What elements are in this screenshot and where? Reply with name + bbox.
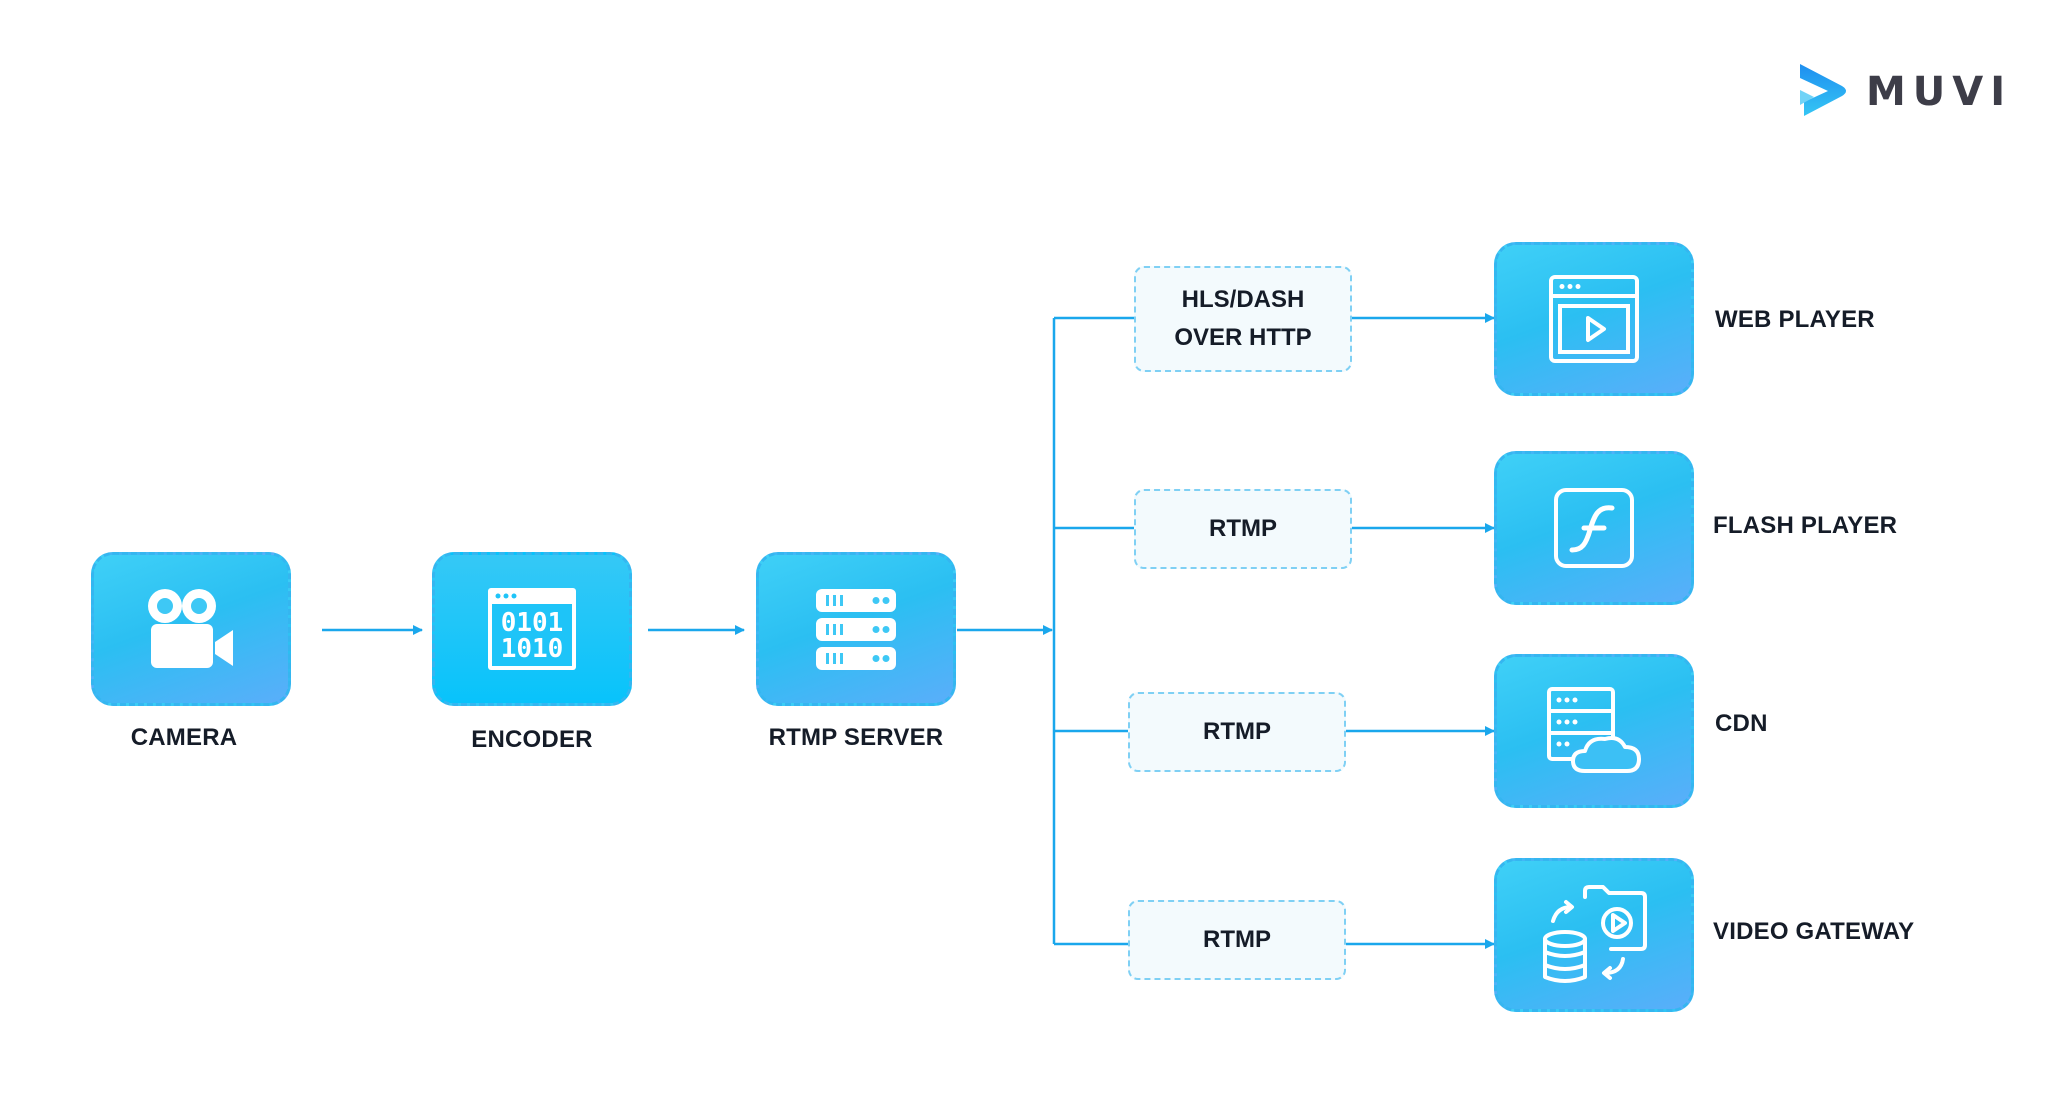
protocol-rtmp-gateway-text: RTMP: [1203, 926, 1271, 953]
browser-play-icon: [1549, 275, 1639, 363]
flash-player-node: [1494, 451, 1694, 605]
code-line-1: 0101: [501, 608, 564, 638]
protocol-rtmp-cdn: RTMP: [1128, 692, 1346, 772]
protocol-rtmp-flash-text: RTMP: [1209, 515, 1277, 542]
video-camera-icon: [148, 589, 233, 668]
rtmp-server-label: RTMP SERVER: [768, 724, 944, 751]
encoder-label: ENCODER: [471, 726, 593, 753]
video-gateway-node: [1494, 858, 1694, 1012]
encoder-node: 0101 1010: [432, 552, 632, 706]
web-player-node: [1494, 242, 1694, 396]
protocol-rtmp-gateway: RTMP: [1128, 900, 1346, 980]
code-line-2: 1010: [501, 634, 564, 664]
web-player-label: WEB PLAYER: [1715, 306, 1875, 333]
protocol-hls-line1: HLS/DASH: [1181, 286, 1305, 313]
rtmp-server-node: [756, 552, 956, 706]
brand-name: MUVI: [1866, 69, 2013, 115]
server-rack-icon: [816, 589, 896, 670]
protocol-hls-line2: OVER HTTP: [1174, 324, 1312, 351]
camera-node: [91, 552, 291, 706]
muvi-logo: MUVI: [1794, 60, 2012, 124]
server-cloud-icon: [1547, 687, 1641, 773]
binary-code-icon: 0101 1010: [488, 588, 576, 670]
video-gateway-label: VIDEO GATEWAY: [1713, 918, 1915, 945]
protocol-hls-dash: HLS/DASH OVER HTTP: [1134, 266, 1352, 372]
camera-label: CAMERA: [130, 724, 238, 751]
protocol-rtmp-flash: RTMP: [1134, 489, 1352, 569]
protocol-rtmp-cdn-text: RTMP: [1203, 718, 1271, 745]
flash-player-label: FLASH PLAYER: [1713, 512, 1898, 539]
cdn-node: [1494, 654, 1694, 808]
muvi-logo-icon: [1800, 64, 1846, 116]
cdn-label: CDN: [1715, 710, 1768, 737]
database-video-sync-icon: [1543, 885, 1647, 983]
flash-icon: [1554, 488, 1634, 568]
